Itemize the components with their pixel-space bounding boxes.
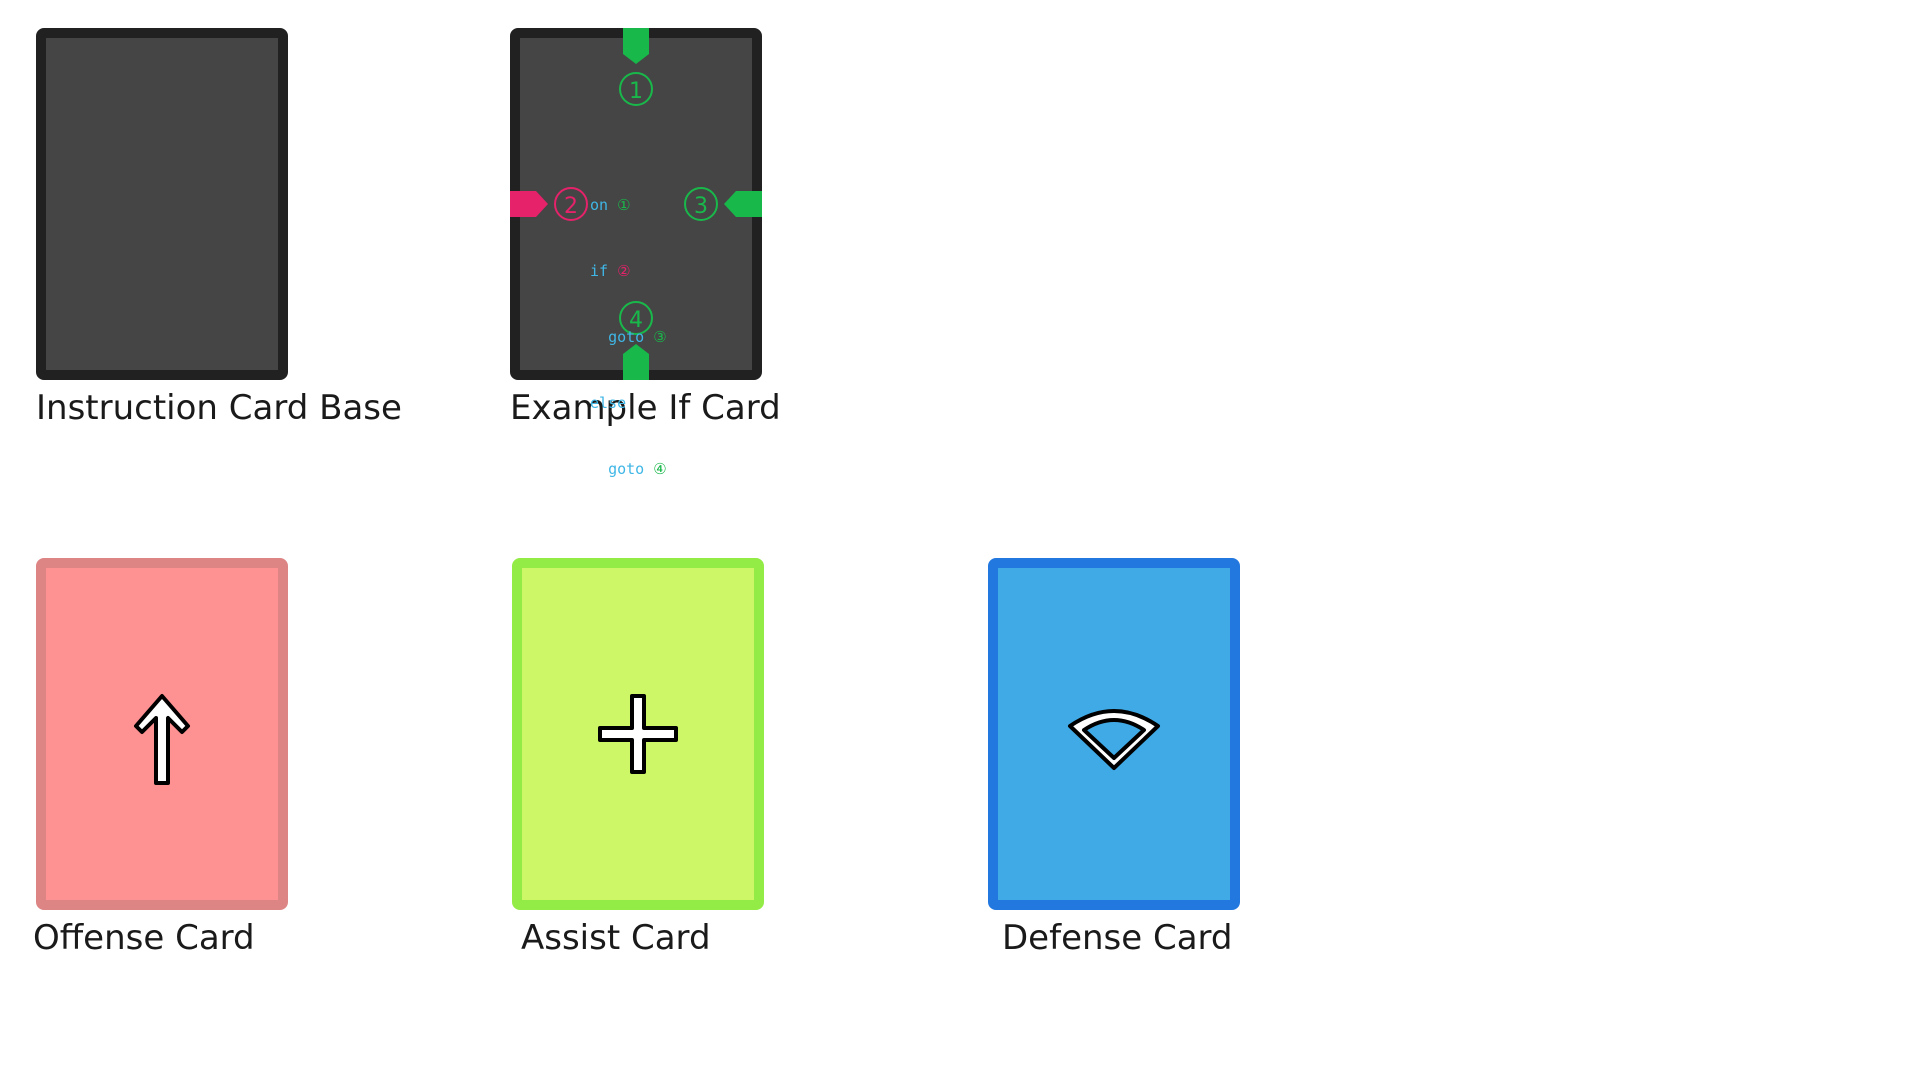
assist-card-group: Assist Card <box>512 558 872 958</box>
port-bottom-marker: 4 <box>619 301 653 335</box>
defense-card <box>988 558 1240 910</box>
instruction-card-base-label: Instruction Card Base <box>36 388 402 428</box>
svg-text:1: 1 <box>629 79 643 104</box>
example-if-card: 1 2 3 4 on ① if ② goto ③ <box>510 28 762 478</box>
offense-card <box>36 558 288 910</box>
instruction-card-base-group: Instruction Card Base <box>36 28 402 428</box>
example-if-card-label: Example If Card <box>510 388 781 428</box>
port-right-marker: 3 <box>684 187 718 221</box>
bottom-connector <box>623 344 649 380</box>
code-line-1: on ① <box>590 196 631 214</box>
example-if-card-graphics: 1 2 3 4 <box>510 28 762 380</box>
code-line-5: goto ④ <box>608 460 667 478</box>
svg-text:3: 3 <box>694 194 708 219</box>
defense-card-label: Defense Card <box>1002 918 1233 958</box>
port-top-marker: 1 <box>619 72 653 106</box>
svg-text:4: 4 <box>629 308 643 333</box>
top-connector <box>623 28 649 64</box>
plus-icon <box>598 694 678 774</box>
offense-card-label: Offense Card <box>33 918 255 958</box>
right-connector <box>724 191 762 217</box>
up-arrow-icon <box>134 694 190 785</box>
left-connector <box>510 191 548 217</box>
port-left-marker: 2 <box>554 187 588 221</box>
code-line-2: if ② <box>590 262 631 280</box>
assist-card-label: Assist Card <box>521 918 711 958</box>
shield-arc-icon <box>1068 709 1160 770</box>
defense-card-group: Defense Card <box>988 558 1348 958</box>
instruction-card-base <box>36 28 288 380</box>
offense-card-group: Offense Card <box>33 558 396 958</box>
code-line-3: goto ③ <box>608 328 667 346</box>
svg-text:2: 2 <box>564 194 578 219</box>
assist-card <box>512 558 764 910</box>
code-line-4: else <box>590 394 627 412</box>
if-code-snippet: on ① if ② goto ③ else goto ④ <box>590 150 667 524</box>
example-if-card-group: 1 2 3 4 on ① if ② goto ③ <box>510 28 870 478</box>
